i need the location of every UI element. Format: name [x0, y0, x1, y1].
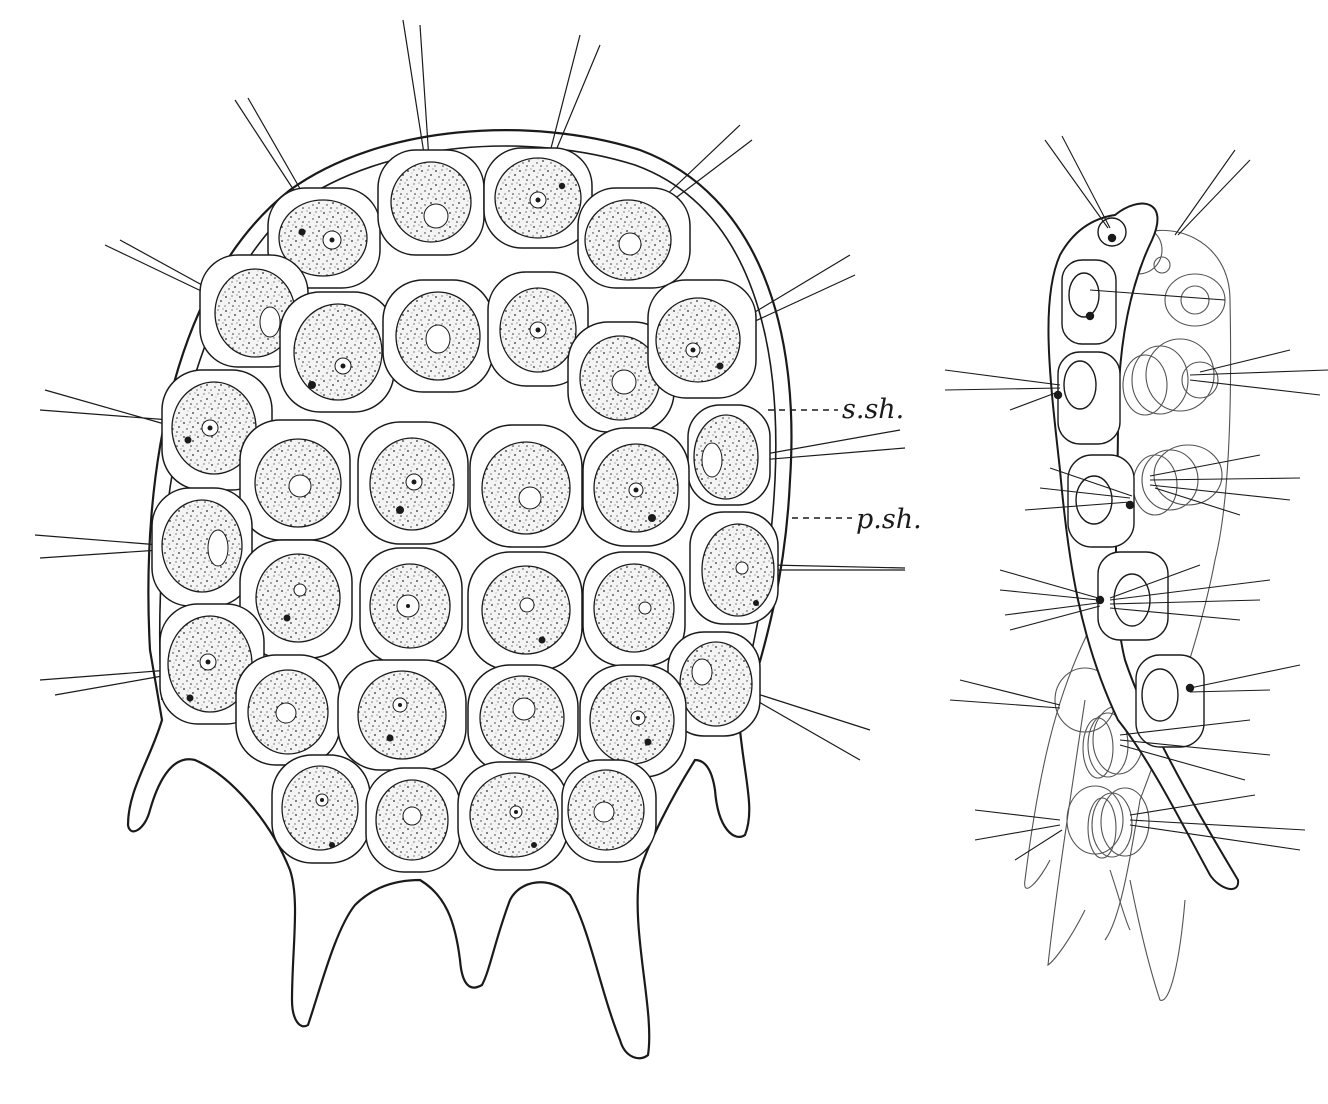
cell [582, 551, 686, 667]
cell [561, 759, 657, 863]
cell [457, 761, 569, 871]
cell [1097, 217, 1127, 247]
cell [357, 421, 469, 545]
label-ssh: s.sh. [842, 394, 904, 425]
cell [1135, 654, 1205, 748]
cell [267, 187, 381, 289]
cell [487, 271, 589, 387]
cell [359, 547, 463, 665]
cell [1053, 351, 1121, 445]
cell [582, 427, 690, 547]
cell [1061, 259, 1117, 345]
right-colony [944, 135, 1328, 1001]
cell [337, 659, 467, 771]
cell [579, 664, 687, 778]
cell [377, 149, 485, 256]
cell [239, 539, 353, 659]
cell [1067, 454, 1135, 548]
cell [689, 511, 779, 625]
cell [279, 291, 395, 413]
cell [469, 424, 583, 548]
right-flagella [944, 135, 1328, 861]
cell [151, 487, 253, 607]
cell [483, 147, 593, 249]
cell [667, 631, 761, 737]
right-front-cells [1053, 217, 1205, 748]
cell [235, 654, 341, 766]
label-psh: p.sh. [856, 504, 922, 535]
cell [382, 279, 494, 393]
cell [365, 767, 461, 873]
cell [467, 551, 583, 671]
left-cells [151, 147, 779, 873]
cell [577, 187, 691, 289]
left-colony: s.sh. p.sh. [34, 19, 922, 1060]
cell [467, 664, 579, 774]
cell [271, 754, 371, 864]
cell [239, 419, 351, 541]
right-colony-rear-layer [1024, 225, 1232, 1001]
cell [687, 404, 771, 506]
cell [647, 279, 757, 399]
cell [1095, 551, 1169, 641]
